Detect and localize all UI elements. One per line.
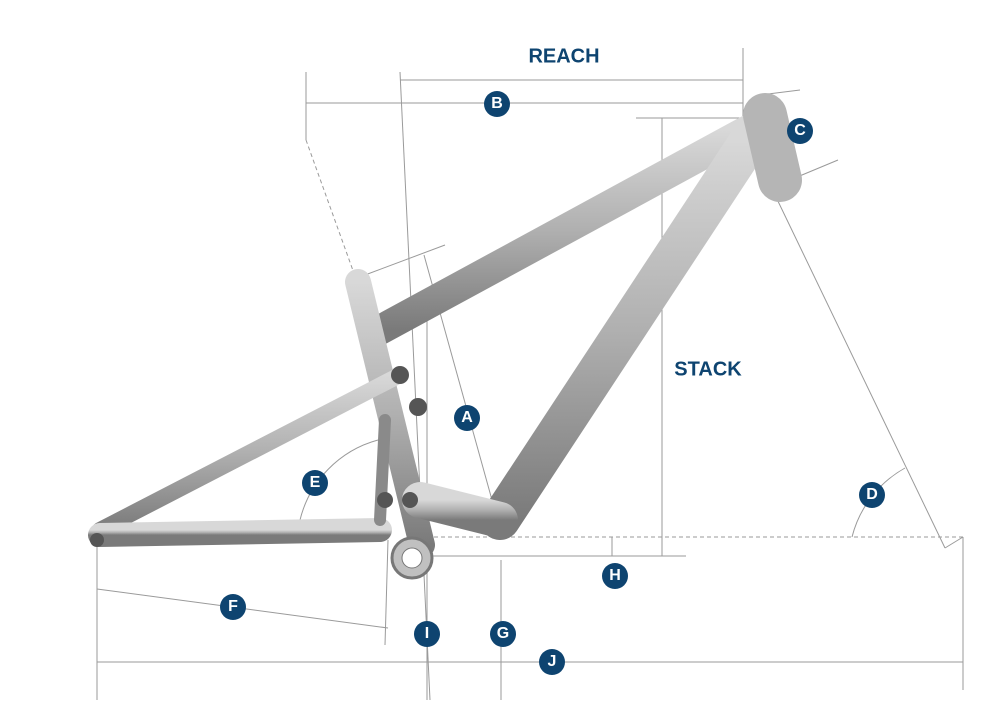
badge-b: B <box>484 91 510 117</box>
badge-a: A <box>454 405 480 431</box>
rear-axle <box>90 533 104 547</box>
bottom-bracket-area <box>402 482 518 538</box>
badge-f: F <box>220 594 246 620</box>
badge-c: C <box>787 118 813 144</box>
badge-i: I <box>414 621 440 647</box>
down-tube <box>480 120 770 540</box>
badge-g: G <box>490 621 516 647</box>
badge-e: E <box>302 470 328 496</box>
bike-frame <box>88 93 802 580</box>
reach-label: REACH <box>528 45 600 68</box>
badge-j: J <box>539 649 565 675</box>
badge-h: H <box>602 563 628 589</box>
pivot <box>391 366 409 384</box>
top-tube <box>365 115 763 345</box>
head-tube <box>743 93 802 202</box>
head-angle-line <box>774 194 946 549</box>
badge-d: D <box>859 482 885 508</box>
seat-stay <box>92 367 408 538</box>
stack-label: STACK <box>674 358 742 381</box>
chain-stay <box>88 518 392 547</box>
reach-ext <box>399 71 431 701</box>
